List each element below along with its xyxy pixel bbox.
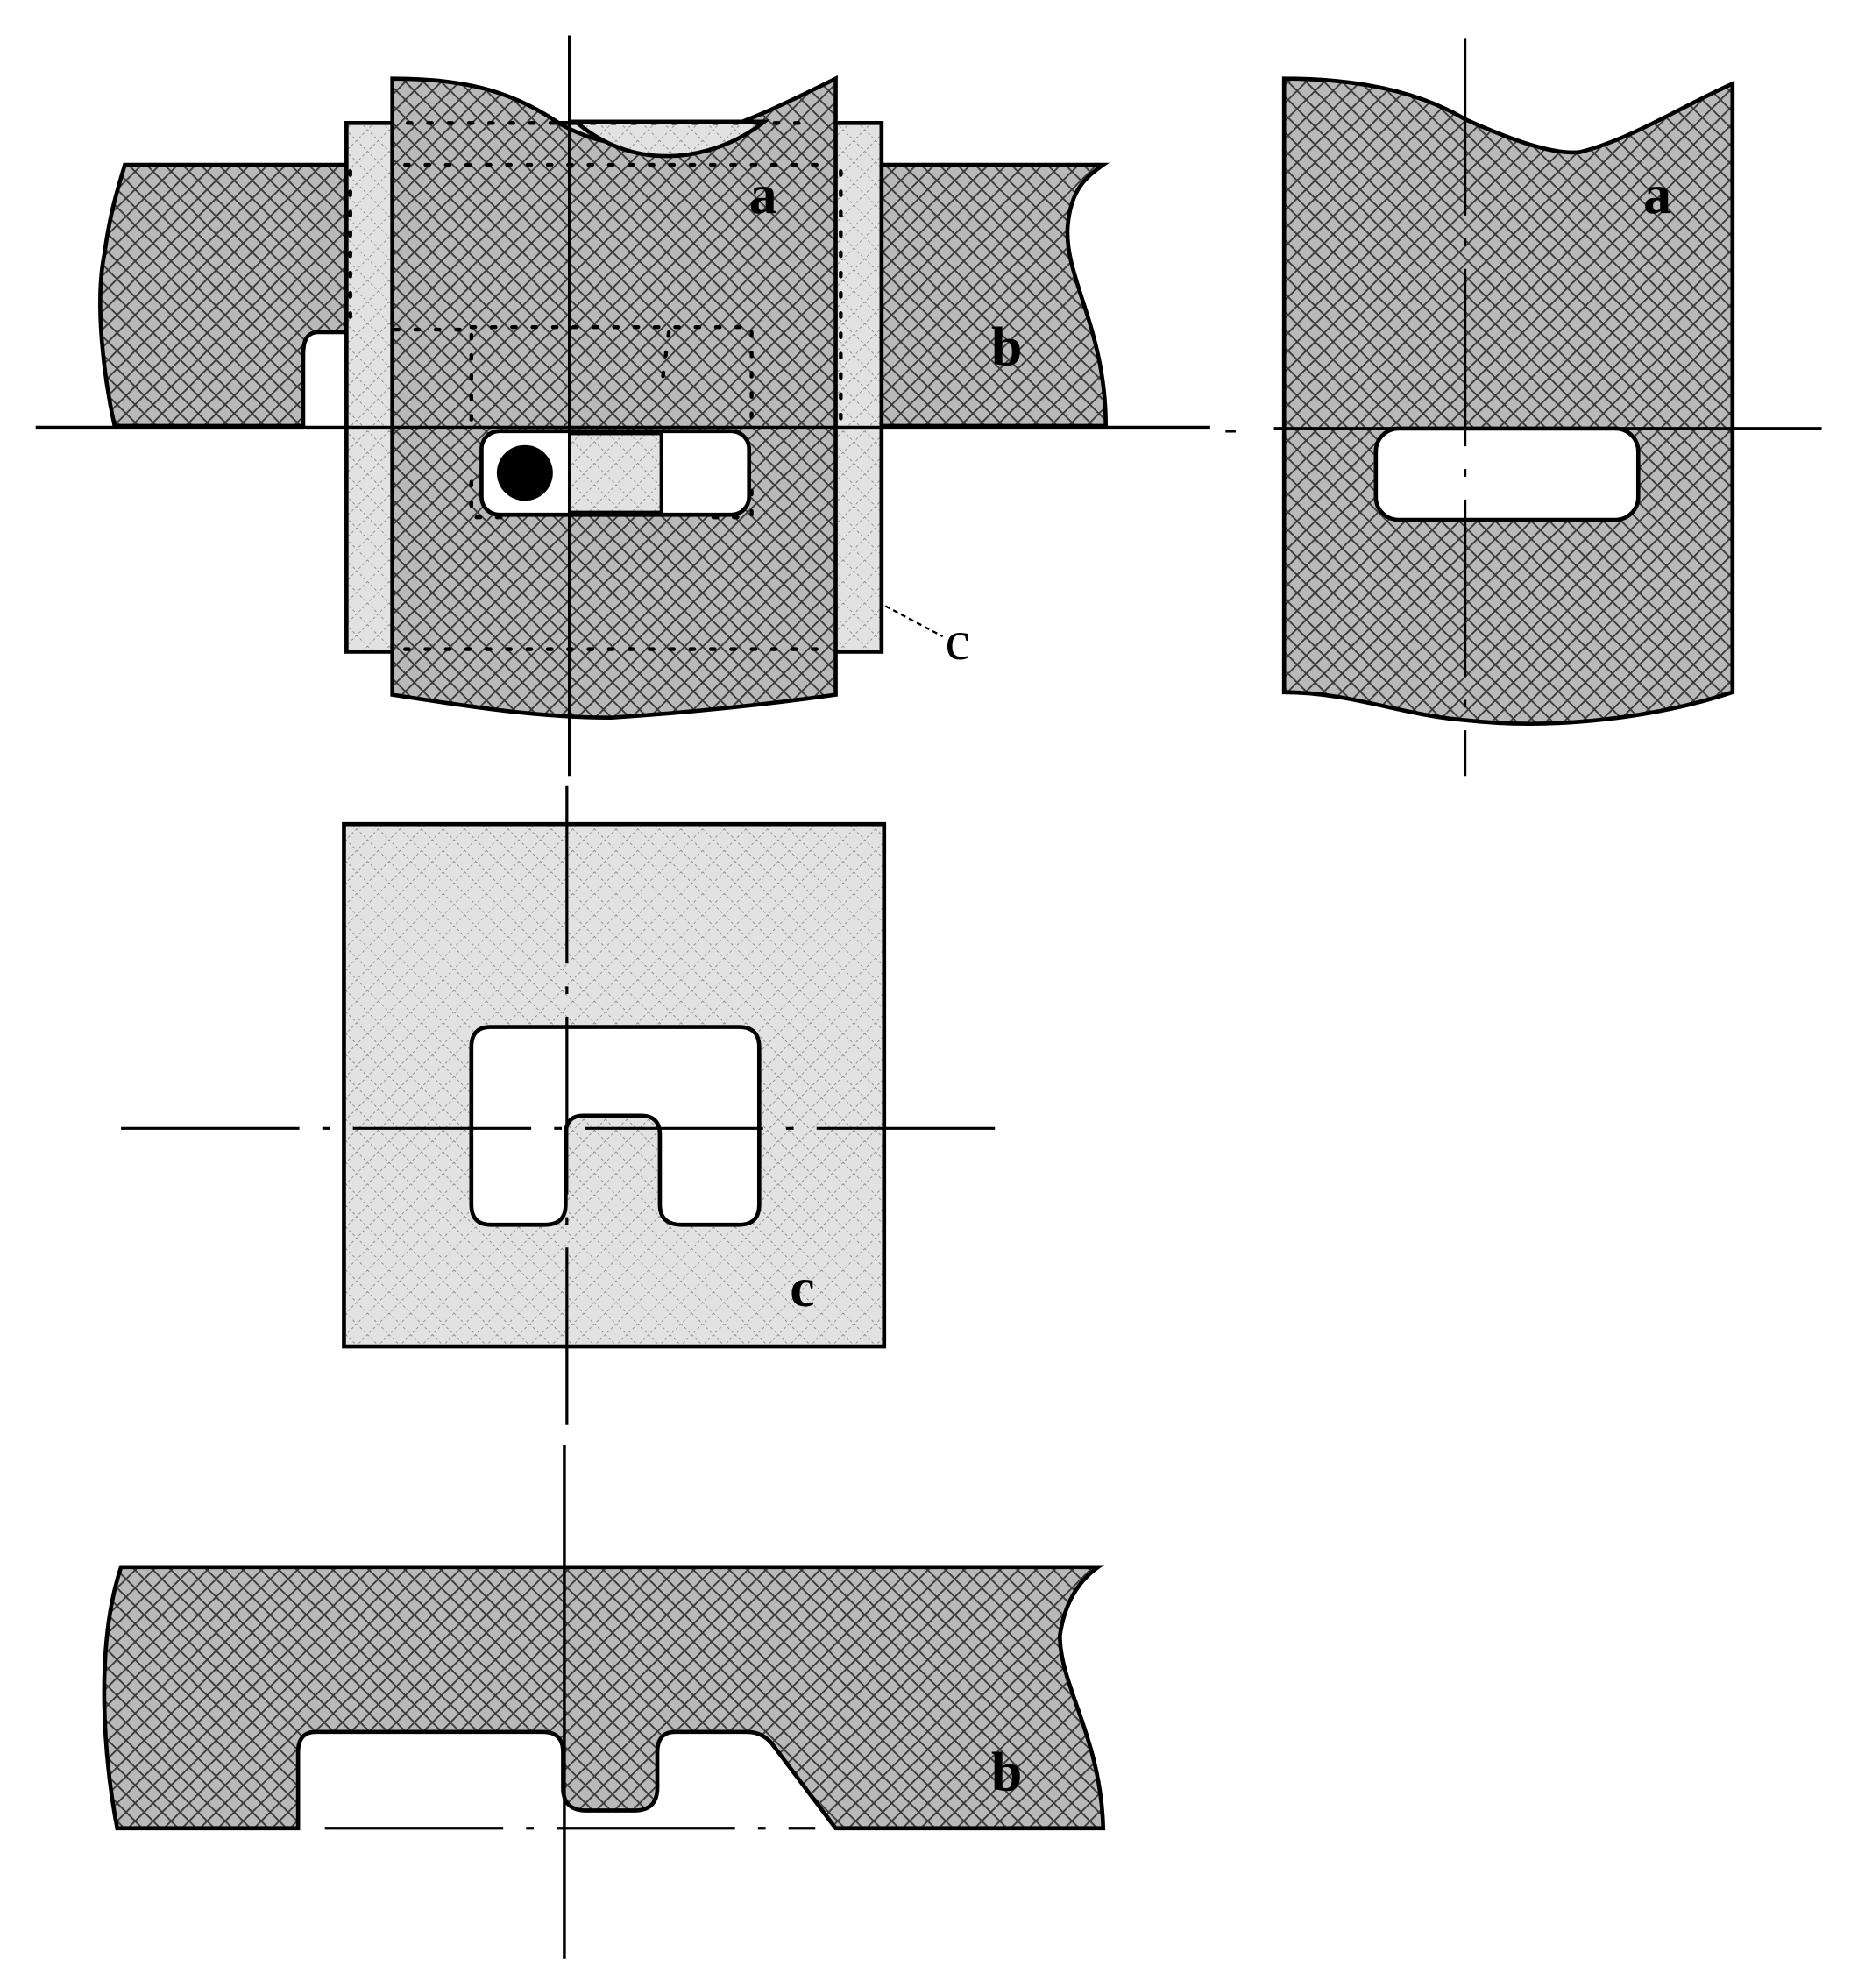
part-a-body — [1281, 76, 1735, 726]
assembly-slot-middle — [567, 431, 663, 515]
part-b-label: b — [991, 1740, 1023, 1802]
assembly-c-window — [570, 119, 770, 159]
part-a-slot — [1373, 426, 1641, 522]
part-c-view: c — [121, 785, 1017, 1445]
hidden-line-slot — [393, 325, 754, 429]
part-b-view: b — [102, 1445, 1106, 1959]
part-c-body — [342, 821, 887, 1349]
assembly-view: a b c — [35, 35, 1210, 777]
assembly-label-c: c — [946, 609, 970, 671]
hidden-line-slot-lower — [469, 479, 754, 520]
assembly-label-a: a — [749, 163, 777, 225]
assembly-label-b: b — [991, 316, 1023, 378]
assembly-leader-c — [884, 605, 944, 638]
part-a-label: a — [1643, 163, 1671, 225]
part-a-view: a — [1225, 38, 1822, 777]
part-c-label: c — [790, 1256, 814, 1318]
assembly-part-a — [390, 75, 838, 720]
assembly-pin — [496, 444, 553, 501]
part-b-body — [102, 1565, 1106, 1831]
